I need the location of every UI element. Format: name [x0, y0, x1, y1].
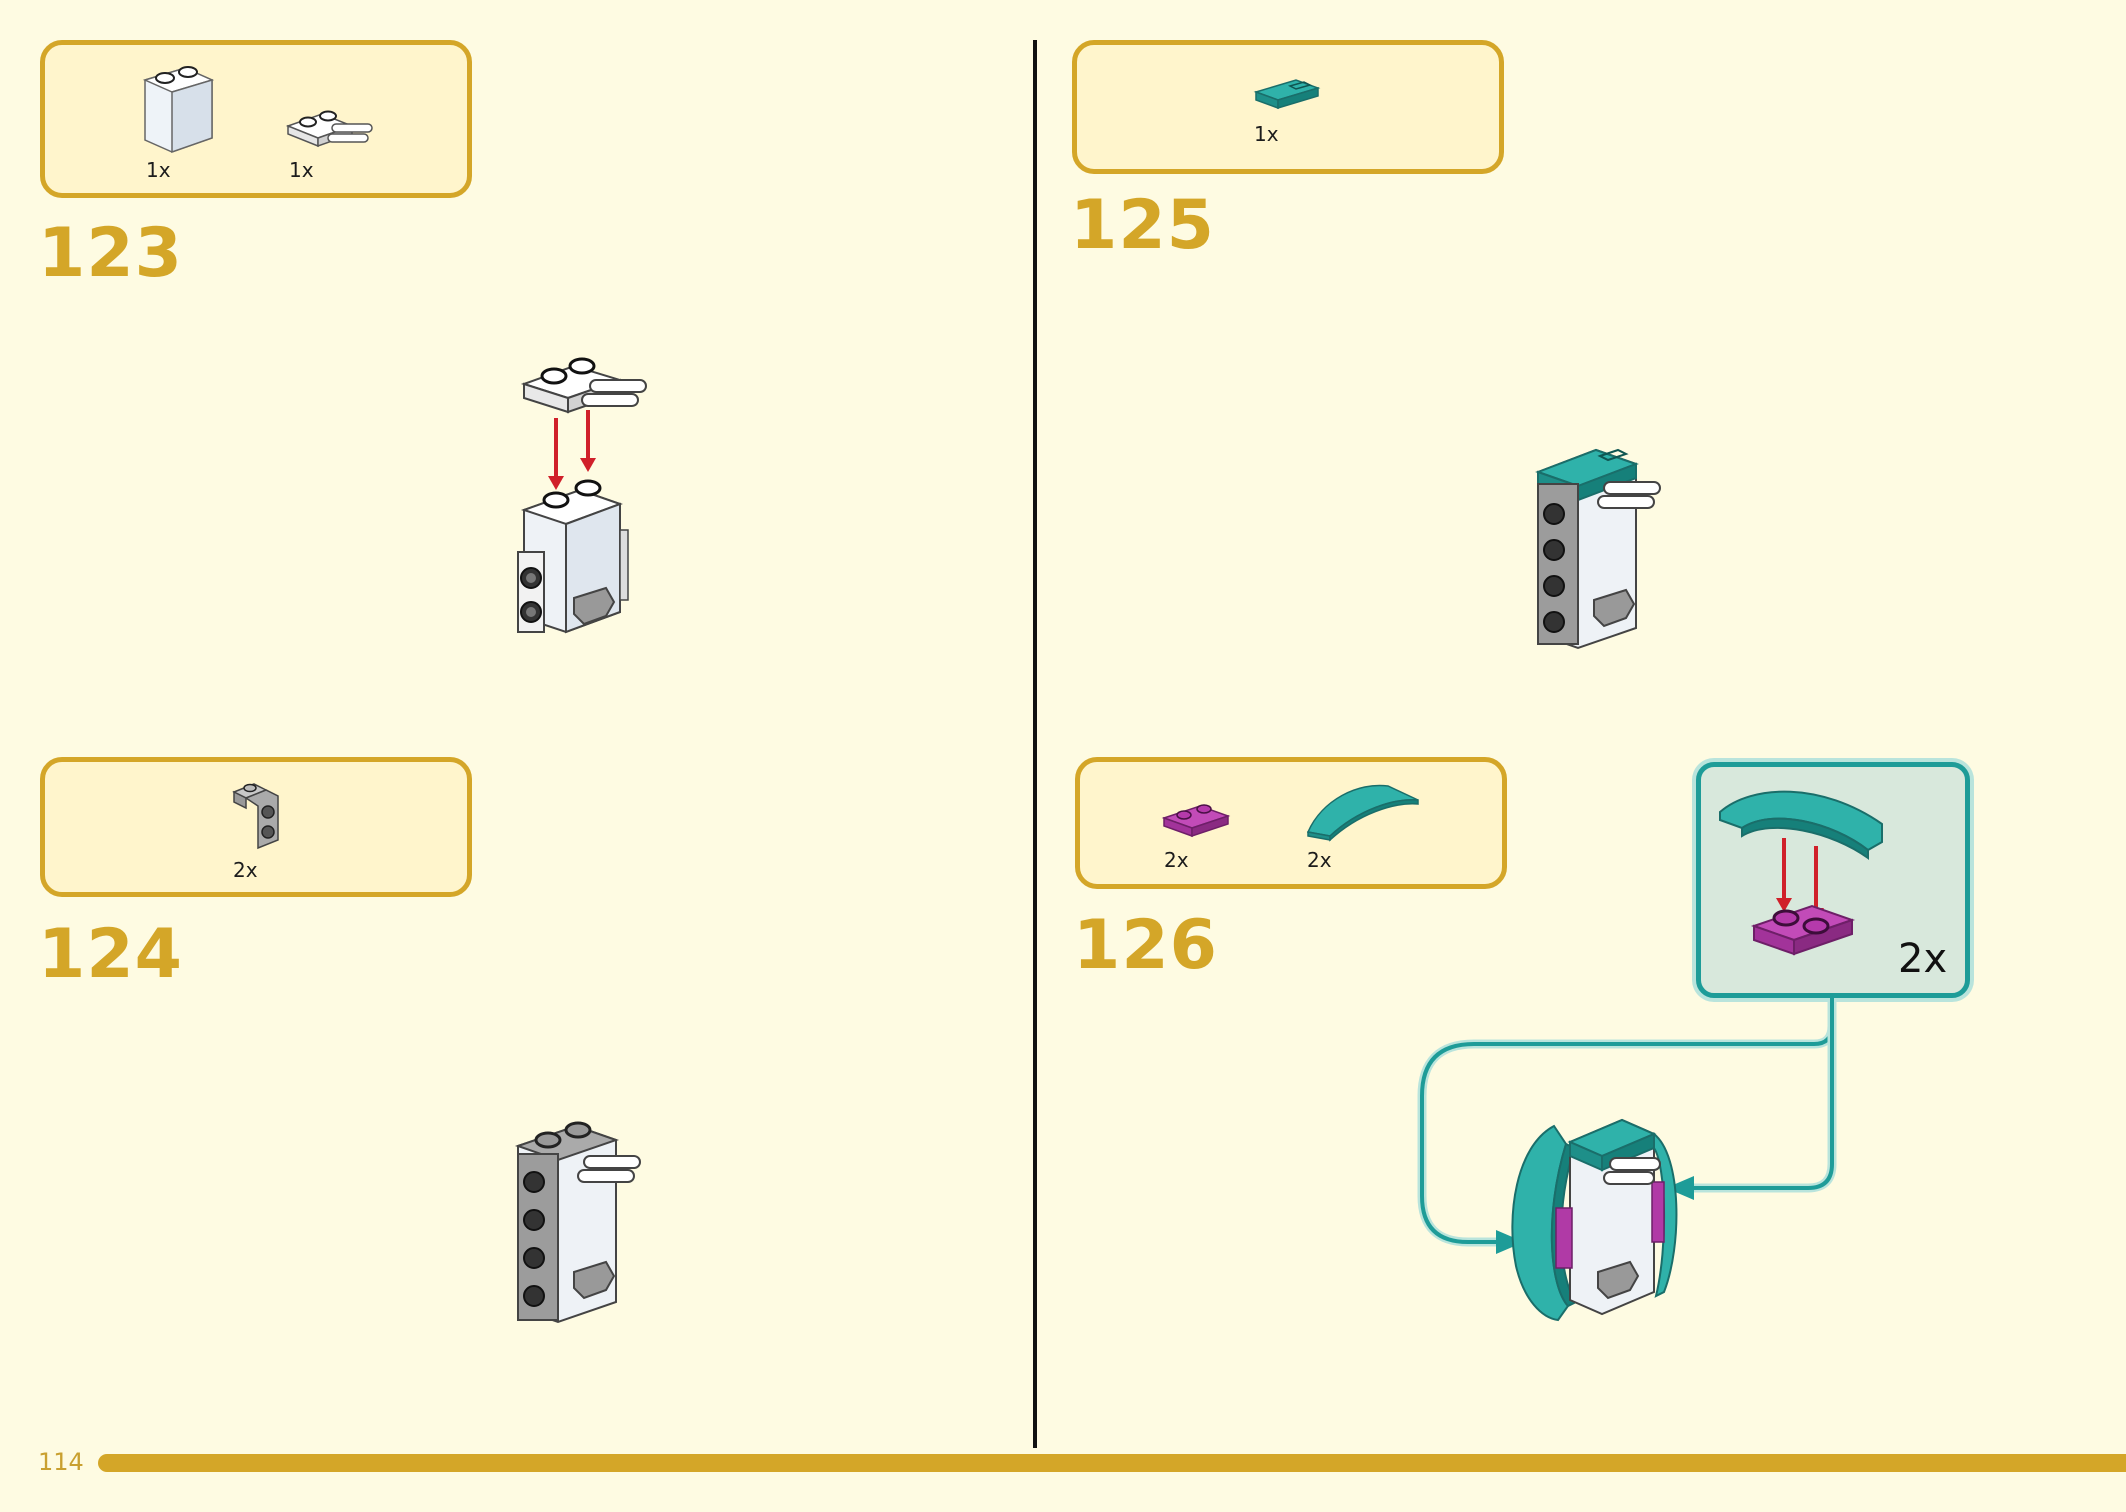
page-divider	[1033, 40, 1037, 1448]
step-125-parts-box	[1072, 40, 1504, 174]
step-126-part-2-qty: 2x	[1307, 848, 1332, 872]
subassembly-illustration	[1719, 790, 1883, 956]
teal-tile-icon	[1253, 79, 1321, 110]
step-126-parts-box	[1075, 757, 1507, 889]
step-125-part-1-qty: 1x	[1254, 122, 1279, 146]
white-brick-icon	[142, 66, 215, 154]
step-125-number: 125	[1070, 186, 1215, 265]
step-124-parts-box	[40, 757, 472, 897]
gray-bracket-icon	[232, 783, 279, 850]
teal-curved-slope-icon	[1306, 784, 1419, 842]
step-126-assembly-illustration	[1511, 1118, 1678, 1322]
step-123-assembly-illustration	[517, 357, 647, 634]
step-124-assembly-illustration	[514, 1121, 641, 1324]
callout-connector-lines	[1417, 998, 1837, 1254]
step-126-part-1-qty: 2x	[1164, 848, 1189, 872]
step-124-part-1-qty: 2x	[233, 858, 258, 882]
step-123-parts-box	[40, 40, 472, 198]
step-125-assembly-illustration	[1535, 448, 1661, 650]
footer-progress-bar	[98, 1454, 2126, 1472]
step-123-part-2-qty: 1x	[289, 158, 314, 182]
subassembly-multiplier: 2x	[1898, 936, 1948, 982]
magenta-plate-icon	[1161, 804, 1231, 838]
white-plate-bars-icon	[285, 110, 373, 148]
step-123-number: 123	[38, 214, 183, 293]
step-124-number: 124	[38, 915, 183, 994]
page-number: 114	[38, 1448, 84, 1476]
step-123-part-1-qty: 1x	[146, 158, 171, 182]
step-126-number: 126	[1073, 906, 1218, 985]
